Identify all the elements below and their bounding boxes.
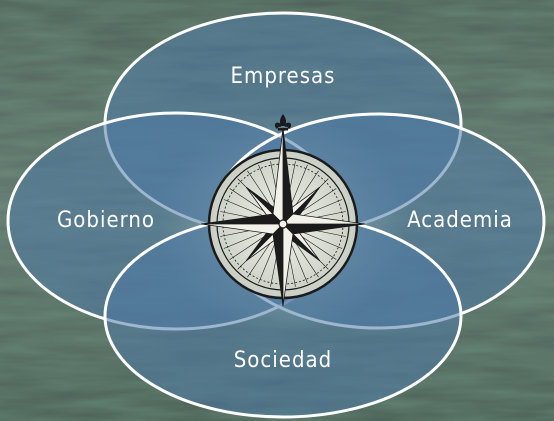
label-gobierno: Gobierno <box>57 208 155 233</box>
label-sociedad: Sociedad <box>234 348 333 373</box>
label-empresas: Empresas <box>231 64 336 89</box>
label-academia: Academia <box>407 208 513 233</box>
